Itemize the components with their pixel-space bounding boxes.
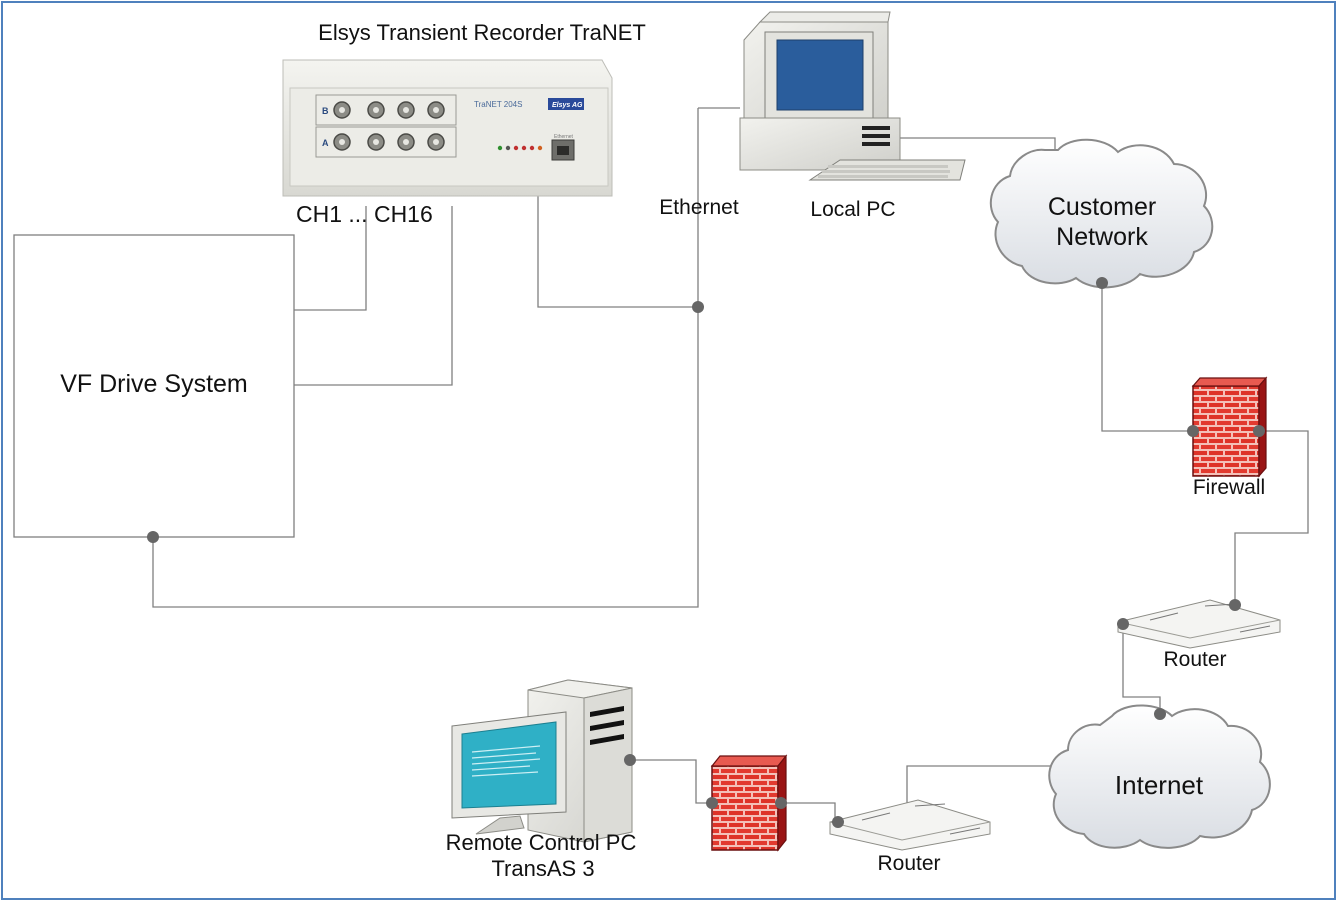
recorder-brand: Elsys AG [552, 102, 583, 109]
recorder-row-b: B [322, 106, 329, 116]
channels-label: CH1 ... CH16 [296, 201, 433, 227]
remote-pc-label-line2: TransAS 3 [491, 856, 595, 881]
customer-network-label-line2: Network [1056, 223, 1148, 251]
internet-cloud-icon [1048, 704, 1271, 849]
recorder-title: Elsys Transient Recorder TraNET [318, 20, 646, 45]
customer-network-cloud-icon [989, 138, 1214, 289]
customer-network-label-line1: Customer [1047, 193, 1157, 221]
local-pc-label: Local PC [810, 198, 896, 221]
connection-lines [152, 107, 1309, 822]
vf-drive-label: VF Drive System [60, 370, 248, 398]
ethernet-label: Ethernet [659, 196, 739, 219]
remote-pc-computer-icon [451, 679, 633, 843]
vf-drive-box [13, 234, 295, 538]
local-pc-computer-icon [739, 11, 966, 181]
router-bottom-label: Router [877, 852, 941, 875]
firewall-top-label: Firewall [1192, 476, 1266, 499]
recorder-leds [497, 145, 543, 151]
internet-label: Internet [1114, 770, 1204, 800]
router-bottom-icon [829, 799, 991, 851]
firewall-bottom-icon [710, 754, 788, 852]
remote-pc-label-line1: Remote Control PC [445, 830, 637, 855]
recorder-model: TraNET 204S [474, 100, 522, 109]
router-top-icon [1117, 599, 1281, 649]
connection-dots [147, 277, 1265, 828]
firewall-top-icon [1191, 376, 1268, 478]
router-top-label: Router [1163, 648, 1227, 671]
recorder-icon: B A TraNET 204S Elsys AG Ethernet [282, 59, 613, 197]
recorder-port-label: Ethernet [554, 134, 574, 140]
recorder-row-a: A [322, 138, 329, 148]
